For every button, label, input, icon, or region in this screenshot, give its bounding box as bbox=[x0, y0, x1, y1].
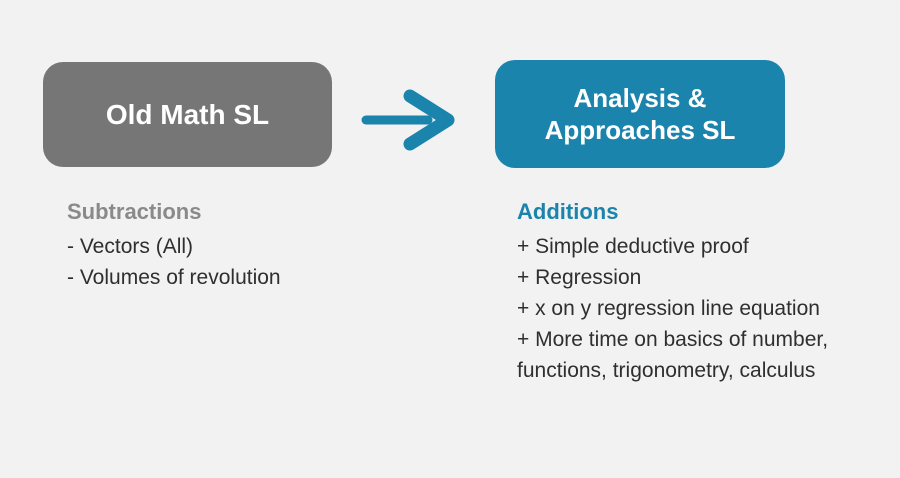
analysis-approaches-label-line1: Analysis & bbox=[573, 83, 707, 113]
list-item: + Regression bbox=[517, 266, 642, 289]
subtractions-section: Subtractions - Vectors (All) - Volumes of… bbox=[67, 196, 397, 293]
analysis-approaches-sl-box: Analysis & Approaches SL bbox=[495, 60, 785, 168]
list-item: + x on y regression line equation bbox=[517, 297, 820, 320]
list-item: - Volumes of revolution bbox=[67, 266, 281, 289]
additions-heading: Additions bbox=[517, 199, 619, 224]
additions-list: + Simple deductive proof + Regression + x … bbox=[517, 231, 887, 386]
old-math-sl-label: Old Math SL bbox=[105, 98, 270, 130]
list-item: + More time on basics of number, bbox=[517, 328, 829, 351]
subtractions-list: - Vectors (All) - Volumes of revolution bbox=[67, 231, 397, 293]
additions-section: Additions + Simple deductive proof + Regr… bbox=[517, 196, 887, 386]
list-item: + Simple deductive proof bbox=[517, 235, 749, 258]
subtractions-heading: Subtractions bbox=[67, 199, 202, 224]
analysis-approaches-label-line2: Approaches SL bbox=[544, 115, 736, 145]
old-math-sl-box: Old Math SL bbox=[43, 62, 332, 167]
list-item: functions, trigonometry, calculus bbox=[517, 359, 816, 382]
list-item: - Vectors (All) bbox=[67, 235, 194, 258]
arrow-right-icon bbox=[361, 89, 455, 151]
